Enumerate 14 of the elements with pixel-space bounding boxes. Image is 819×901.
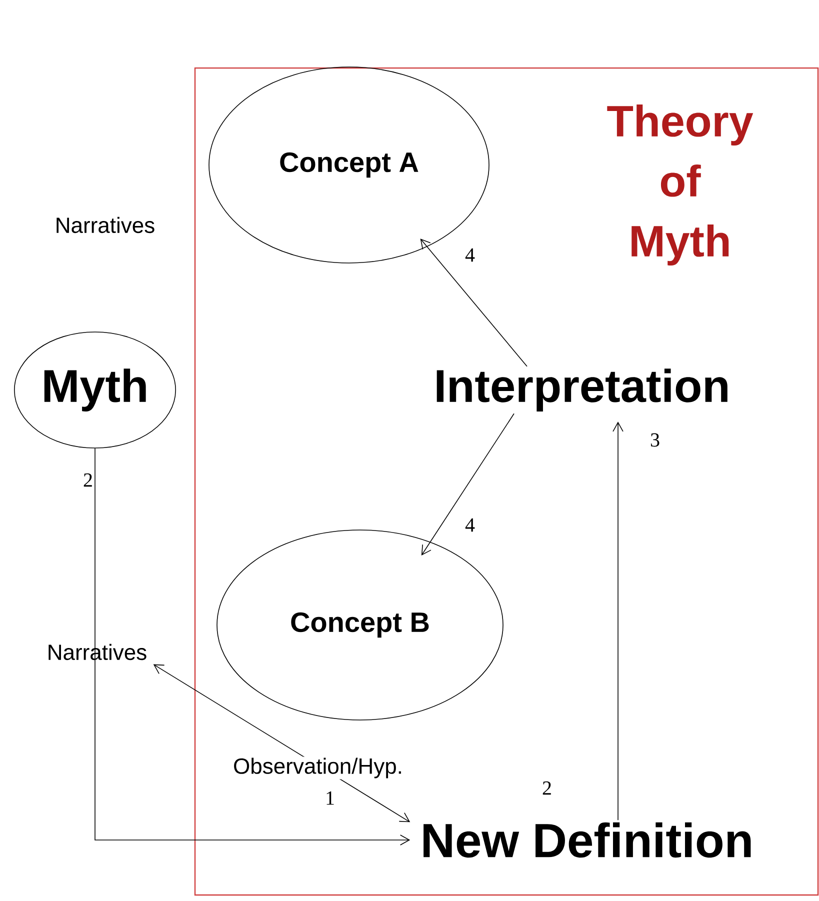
arrow xyxy=(421,413,514,556)
edge-label: Observation/Hyp. xyxy=(232,756,404,780)
node-text: Interpretation xyxy=(436,368,728,412)
callout-number: 3 xyxy=(650,433,660,447)
callout-number: 4 xyxy=(465,248,475,262)
arrow xyxy=(94,448,410,846)
callout-number: 2 xyxy=(542,781,551,795)
side-label: Narratives xyxy=(56,216,154,234)
callout-number: 1 xyxy=(326,791,334,805)
callout-number: 4 xyxy=(465,518,475,532)
arrow xyxy=(420,238,528,367)
callout-number: 2 xyxy=(84,473,92,487)
arrow xyxy=(612,422,624,821)
node-text: New Definition xyxy=(424,822,751,858)
